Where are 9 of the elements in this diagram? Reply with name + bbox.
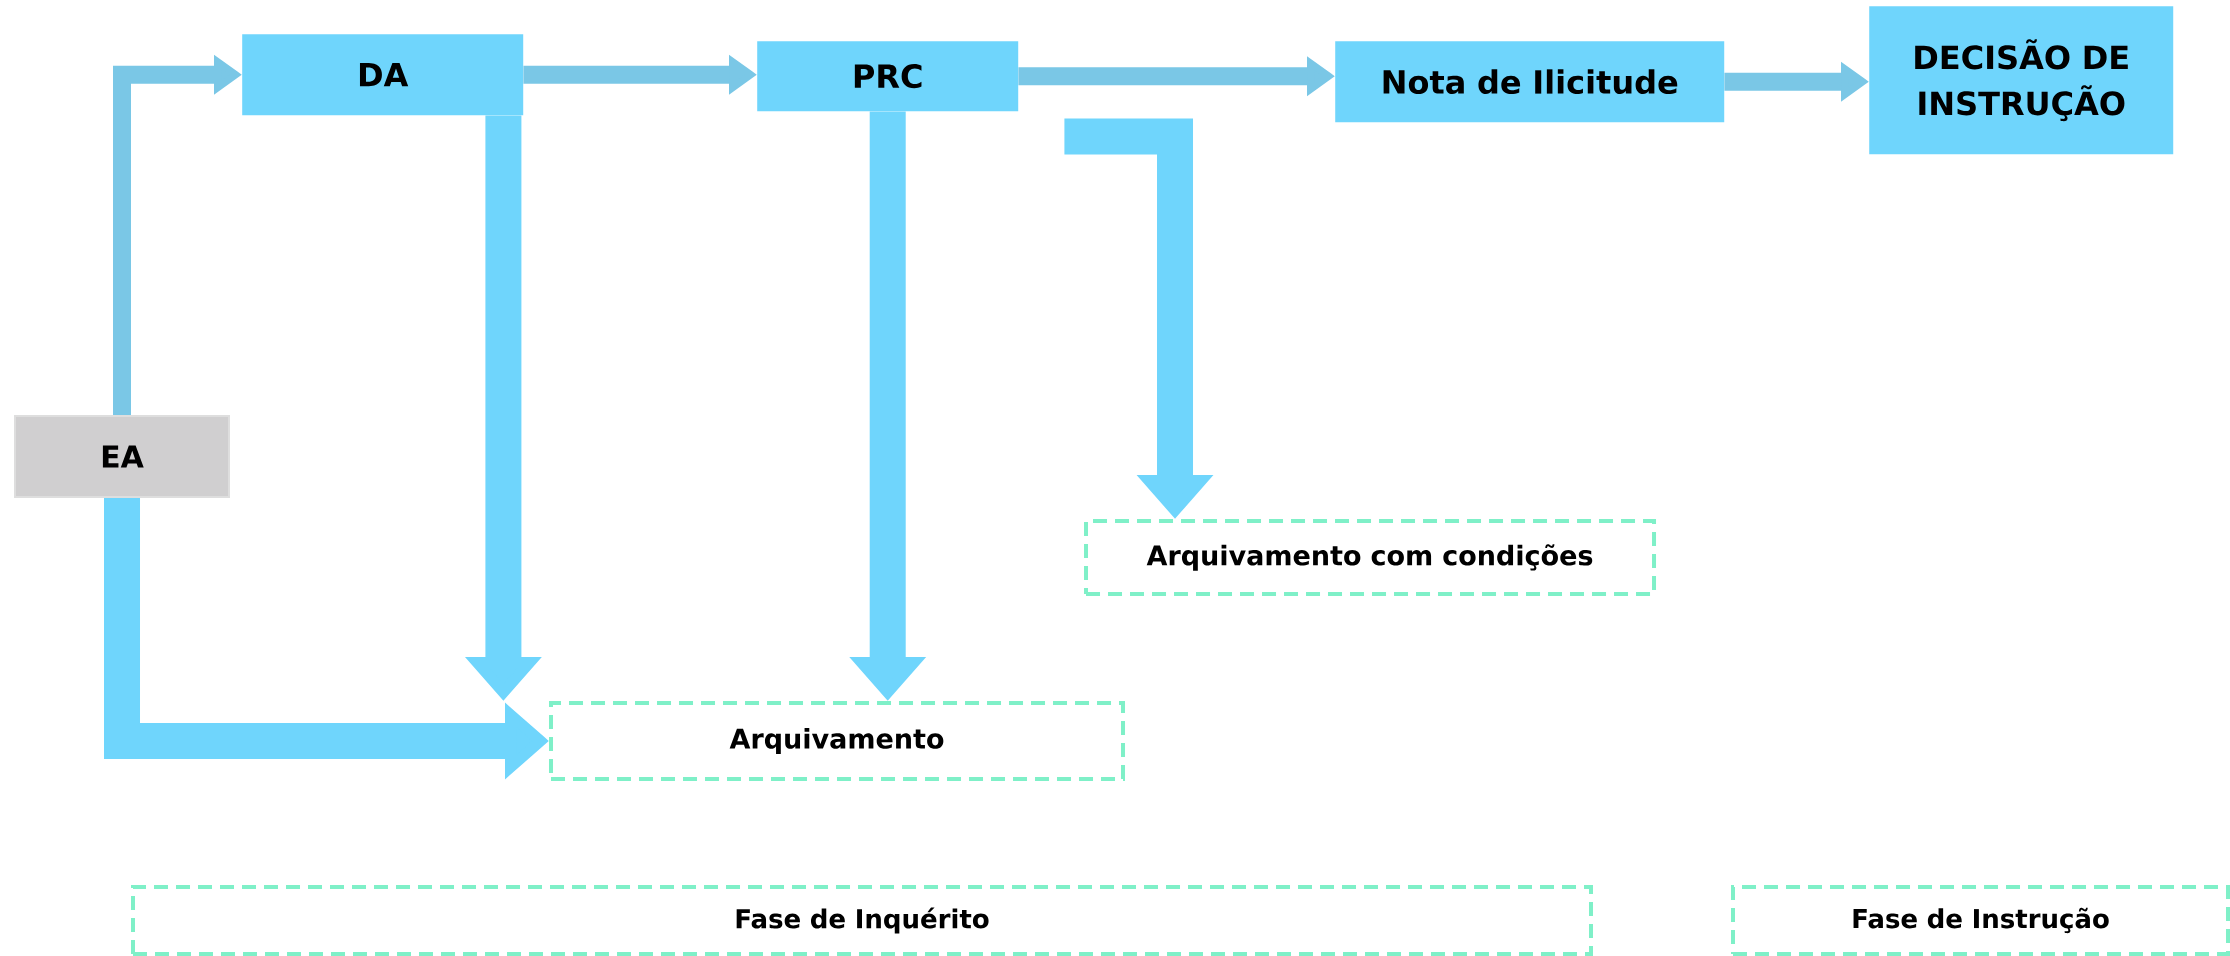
dashed-box: Arquivamento	[549, 701, 1125, 781]
process-box: PRC	[757, 41, 1019, 112]
dashed-box: Fase de Instrução	[1731, 885, 2230, 956]
process-box: EA	[14, 415, 230, 498]
process-box: DA	[242, 34, 524, 116]
dashed-box: Arquivamento com condições	[1084, 519, 1656, 596]
dashed-box: Fase de Inquérito	[131, 885, 1593, 956]
process-box: Nota de Ilicitude	[1335, 41, 1725, 123]
process-box: DECISÃO DE INSTRUÇÃO	[1869, 6, 2174, 155]
